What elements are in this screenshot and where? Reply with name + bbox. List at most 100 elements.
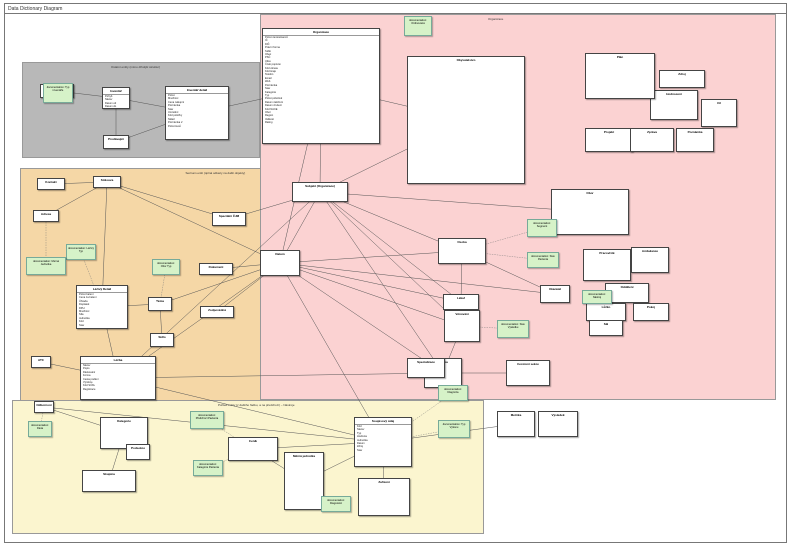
documentation-note[interactable]: documentation: Kategorie Pacienta xyxy=(193,460,223,476)
entity-podsek[interactable]: Podsekce xyxy=(126,444,150,460)
entity-attribute: Výrobce xyxy=(83,381,93,385)
entity-hodnoceni[interactable]: Hodnocení xyxy=(650,90,698,120)
documentation-note[interactable]: documentation: Typ inventáře xyxy=(43,83,73,103)
entity-ukazatel[interactable]: Ukazatel xyxy=(540,285,570,303)
entity-attribute: Kód SÚKL xyxy=(83,384,96,388)
entity-tema[interactable]: Téma xyxy=(148,297,172,311)
entity-vysledek[interactable]: Výsledek xyxy=(538,411,578,437)
entity-plan[interactable]: Plán xyxy=(585,53,655,99)
entity-title: Inventář xyxy=(110,89,122,93)
entity-obyv[interactable]: Obyvatelstvo xyxy=(407,56,525,184)
entity-kontakt[interactable]: Kontakt xyxy=(37,178,65,190)
documentation-note[interactable]: documentation: Merná Jednotka xyxy=(26,257,66,275)
entity-lozko[interactable]: Lůžko xyxy=(586,303,626,321)
documentation-note[interactable]: documentation: Předchozí Pacienta xyxy=(190,411,224,429)
entity-title: Obor xyxy=(586,191,594,195)
entity-cest[interactable]: Cestovní sekce xyxy=(506,360,550,386)
entity-subjekt[interactable]: Subjekt (Organizace) xyxy=(292,182,348,202)
entity-specialni[interactable]: Speciální ČJM xyxy=(212,212,246,226)
entity-adresa[interactable]: Adresa xyxy=(33,210,59,222)
documentation-note[interactable]: documentation: Obor Typ xyxy=(152,259,180,275)
entity-datum[interactable]: Datum xyxy=(260,250,300,276)
documentation-note[interactable]: documentation: Stav Výsledku xyxy=(497,320,529,338)
documentation-note[interactable]: documentation: Ordinovaná xyxy=(404,16,432,36)
entity-title: Subjekt (Organizace) xyxy=(305,184,335,188)
entity-osoba[interactable]: Osoba xyxy=(438,238,486,264)
documentation-note[interactable]: documentation: Segment xyxy=(527,219,557,237)
entity-attribute: Počet poboček xyxy=(265,97,283,101)
relationship-line xyxy=(279,262,556,295)
entity-zarizeni[interactable]: Zařízení xyxy=(358,478,410,516)
entity-title: Inventář detail xyxy=(186,88,208,92)
entity-title: Metrika xyxy=(510,413,522,417)
entity-sidlo[interactable]: Sídlo xyxy=(150,333,174,347)
documentation-note[interactable]: documentation: Léčivý Typ xyxy=(66,244,96,260)
documentation-note[interactable]: documentation: Diagnóza xyxy=(438,385,468,401)
entity-attribute: Doplatek xyxy=(79,303,90,307)
entity-attribute: Zdroj xyxy=(357,445,363,449)
entity-attribute: Web xyxy=(265,80,271,84)
entity-title: Odbornost xyxy=(36,403,52,407)
entity-sal[interactable]: Sál xyxy=(589,320,623,336)
entity-title: Lůžko xyxy=(601,305,611,309)
entity-attribute: Datum od xyxy=(105,101,117,105)
entity-smlouva[interactable]: Smlouva xyxy=(93,176,121,188)
entity-attribute: Cena za balení xyxy=(79,296,97,300)
entity-zodpovedna[interactable]: Zodpovědná xyxy=(200,306,234,318)
documentation-note[interactable]: documentation: Diagnostic xyxy=(321,496,351,512)
entity-attribute: Obor xyxy=(265,110,271,114)
entity-title: Ambulance xyxy=(641,249,659,253)
entity-skupina[interactable]: Skupina xyxy=(82,470,136,492)
entity-poznamka[interactable]: Poznámka xyxy=(676,128,714,152)
relationship-line xyxy=(117,191,321,379)
relationship-line xyxy=(279,250,463,264)
entity-venovani[interactable]: Věnování xyxy=(444,310,480,342)
entity-ambulance[interactable]: Ambulance xyxy=(631,247,669,273)
entity-attribute: Datum založení xyxy=(265,100,284,104)
entity-merna[interactable]: Měrná jednotka xyxy=(284,452,324,510)
entity-cenik[interactable]: Ceník xyxy=(228,437,278,461)
entity-attribute: Právní forma xyxy=(265,46,280,50)
entity-title: Organizace xyxy=(312,30,330,34)
entity-lekar[interactable]: Lékař xyxy=(443,294,479,310)
entity-title: Plán xyxy=(616,55,624,59)
entity-metrika[interactable]: Metrika xyxy=(497,411,535,437)
entity-prodej[interactable]: Prodávající xyxy=(103,135,129,149)
entity-attribute: Název xyxy=(105,98,113,102)
entity-zdroj[interactable]: Zdroj xyxy=(659,70,705,88)
entity-pracoviste[interactable]: Pracoviště xyxy=(583,249,631,281)
entity-attribute: Počet xyxy=(168,94,175,97)
entity-title: ATC xyxy=(38,358,44,362)
entity-title: Soupisový údaj xyxy=(371,419,395,423)
entity-cil[interactable]: Cíl xyxy=(701,99,737,127)
documentation-note[interactable]: documentation: Dieta xyxy=(28,421,52,437)
entity-odbornost[interactable]: Odbornost xyxy=(34,401,54,413)
documentation-note[interactable]: documentation: Nástroj xyxy=(582,290,612,304)
entity-atc[interactable]: ATC xyxy=(31,356,51,368)
entity-dokument[interactable]: Dokument xyxy=(199,263,233,275)
documentation-note[interactable]: documentation: Stav Pacienta xyxy=(527,252,559,268)
relationship-line xyxy=(117,377,384,443)
entity-zprava[interactable]: Zpráva xyxy=(630,128,674,152)
entity-attribute: DPH xyxy=(79,306,85,310)
entity-obor[interactable]: Obor xyxy=(551,189,629,235)
entity-attribute: Kód NACE xyxy=(265,107,278,111)
entity-specializace[interactable]: Specializace xyxy=(407,358,445,378)
entity-kategorie[interactable]: Kategorie xyxy=(100,417,148,449)
entity-pokoj[interactable]: Pokoj xyxy=(633,303,669,321)
entity-attribute: Kód xyxy=(357,425,362,428)
entity-projekt[interactable]: Projekt xyxy=(585,128,633,152)
documentation-note[interactable]: documentation: Typ Výkonu xyxy=(438,420,470,438)
entity-attribute: Registrace xyxy=(83,387,96,391)
relationship-line xyxy=(117,372,444,379)
